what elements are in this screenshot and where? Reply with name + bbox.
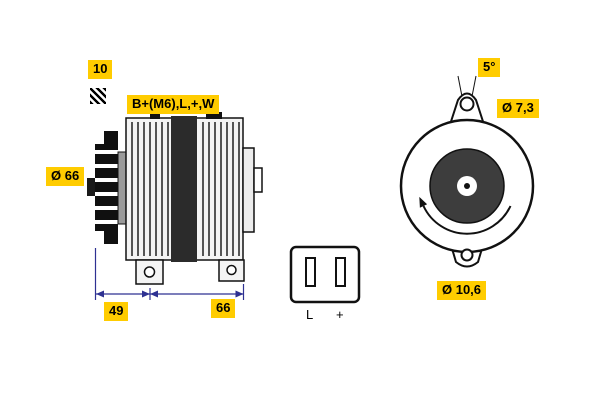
mounting-feet [135,259,245,285]
rear-fins [202,122,240,256]
lug-angle-label: 5° [478,58,501,77]
dim-arrow [96,290,104,298]
connector-pin-l-label: L [306,307,314,322]
connector-pin-plus-label: + [336,307,344,322]
wrench-size-label: 10 [88,60,113,79]
dimension-66-label: 66 [211,299,236,318]
front-fins [131,122,169,256]
terminal-studs [150,112,160,119]
top-lug-hole [459,96,475,112]
connector-pin-plus [335,257,346,287]
dimension-lines [94,248,245,300]
hatch-icon [90,88,106,104]
housing [125,112,244,262]
pulley-diameter-label: Ø 66 [46,167,85,186]
spacer [117,151,127,225]
rotation-arrow [419,196,512,235]
terminals-label: B+(M6),L,+,W [127,95,220,114]
hole-bottom-diameter-label: Ø 10,6 [437,281,487,300]
alternator-front-view [399,75,535,268]
shaft-end [87,178,95,196]
rear-terminal [253,167,263,193]
bottom-lug-hole [460,248,474,262]
stator-band [171,116,197,262]
alternator-side-view [87,112,263,285]
dimension-49-label: 49 [104,302,129,321]
pulley [95,131,118,244]
hole-top-diameter-label: Ø 7,3 [497,99,539,118]
connector-plug [289,245,361,304]
rear-cap [242,147,255,233]
connector-pin-l [305,257,316,287]
